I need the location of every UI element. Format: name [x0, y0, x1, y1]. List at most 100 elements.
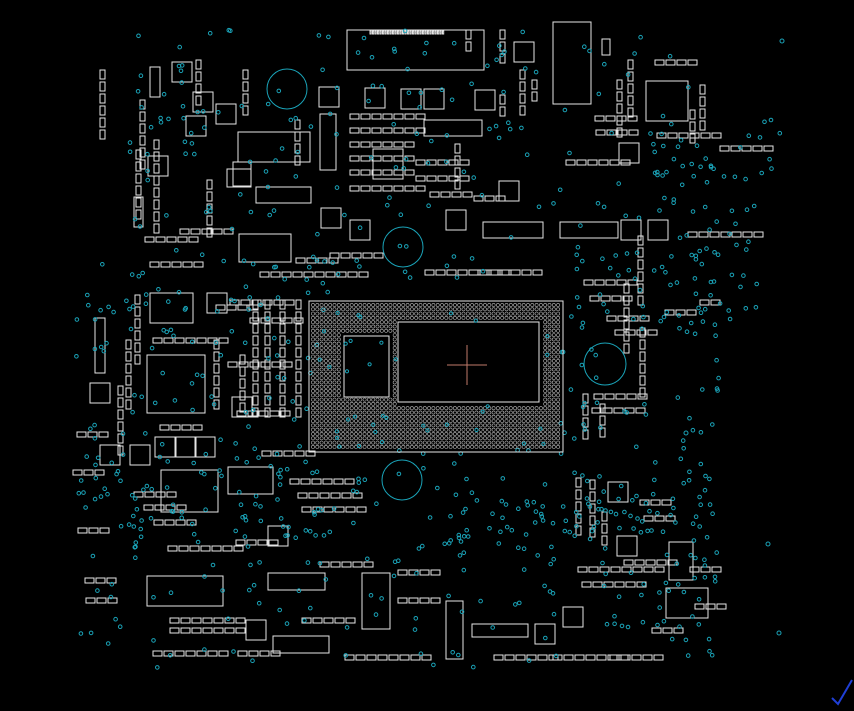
passive-component — [454, 143, 461, 154]
bga-ball — [551, 367, 556, 372]
bga-ball — [435, 307, 440, 312]
via — [622, 509, 627, 515]
via — [688, 320, 694, 326]
passive-component — [637, 393, 648, 400]
via — [708, 279, 714, 285]
bga-ball — [366, 397, 371, 402]
connector-pin — [377, 30, 380, 35]
bga-ball — [315, 406, 320, 411]
bga-via — [393, 357, 398, 362]
passive-component — [459, 175, 470, 182]
passive-component — [371, 185, 382, 192]
passive-component — [163, 337, 174, 344]
via — [494, 57, 499, 63]
via — [159, 442, 165, 447]
bga-ball — [543, 401, 548, 406]
bga-ball — [311, 406, 315, 411]
via — [228, 28, 233, 34]
bga-ball — [392, 376, 397, 381]
bga-ball — [375, 427, 380, 432]
passive-component — [594, 115, 605, 122]
passive-component — [616, 279, 627, 286]
via — [290, 399, 296, 404]
passive-component — [297, 492, 308, 499]
passive-component — [319, 561, 330, 568]
bga-ball — [551, 380, 556, 385]
bga-ball — [530, 444, 535, 449]
passive-component — [301, 506, 312, 513]
via — [248, 562, 253, 568]
via — [616, 181, 622, 186]
via — [406, 90, 412, 96]
passive-component — [519, 93, 526, 104]
bga-ball — [465, 432, 470, 436]
passive-component — [362, 252, 373, 259]
passive-component — [252, 299, 259, 310]
bga-ball — [539, 311, 543, 316]
bga-ball — [397, 436, 401, 441]
bga-ball — [470, 423, 475, 428]
bga-ball — [500, 419, 505, 424]
via — [713, 333, 718, 339]
bga-ball — [422, 311, 427, 316]
passive-component — [709, 231, 720, 238]
bga-ball — [551, 341, 556, 346]
via — [179, 510, 185, 515]
via — [603, 571, 609, 577]
passive-component — [289, 478, 300, 485]
bga-ball — [362, 311, 367, 316]
via — [204, 209, 209, 215]
passive-component — [699, 120, 706, 131]
bga-ball — [556, 423, 561, 428]
bga-ball — [332, 350, 337, 355]
bga-ball — [345, 328, 350, 333]
bga-ball — [521, 303, 526, 307]
via — [81, 490, 86, 495]
bga-ball — [483, 440, 487, 445]
via — [402, 28, 408, 34]
passive-component — [248, 650, 259, 657]
passive-component — [134, 318, 141, 329]
via — [762, 119, 767, 125]
passive-component — [410, 654, 421, 661]
passive-component — [96, 597, 107, 604]
via — [539, 514, 545, 519]
bga-ball — [513, 315, 518, 320]
via — [459, 609, 465, 615]
small-ic — [647, 219, 669, 241]
bga-ball — [547, 337, 552, 342]
main-chip-bga[interactable] — [308, 300, 564, 453]
via — [642, 402, 647, 407]
via — [660, 529, 666, 535]
via — [567, 150, 572, 156]
bga-ball — [508, 303, 513, 307]
connector-pin — [397, 30, 400, 35]
via — [536, 204, 542, 210]
bga-ball — [405, 436, 410, 441]
passive-component — [643, 515, 654, 522]
passive-component — [614, 329, 625, 336]
bga-via — [379, 439, 385, 445]
via — [582, 400, 587, 406]
via — [661, 618, 667, 624]
bga-ball — [341, 315, 346, 320]
bga-ball — [328, 406, 333, 411]
via — [293, 535, 299, 541]
bga-ball — [371, 315, 376, 320]
bga-ball — [375, 440, 380, 445]
bga-ball — [513, 436, 518, 441]
bga-ball — [457, 427, 462, 432]
bga-ball — [341, 397, 346, 402]
bga-ball — [543, 444, 548, 449]
bga-ball — [547, 401, 552, 406]
passive-component — [752, 145, 763, 152]
passive-component — [334, 617, 345, 624]
bga-ball — [319, 427, 324, 432]
passive-component — [333, 478, 344, 485]
bga-ball — [311, 436, 315, 441]
passive-component — [563, 654, 574, 661]
bga-ball — [388, 414, 393, 419]
via — [663, 580, 669, 586]
